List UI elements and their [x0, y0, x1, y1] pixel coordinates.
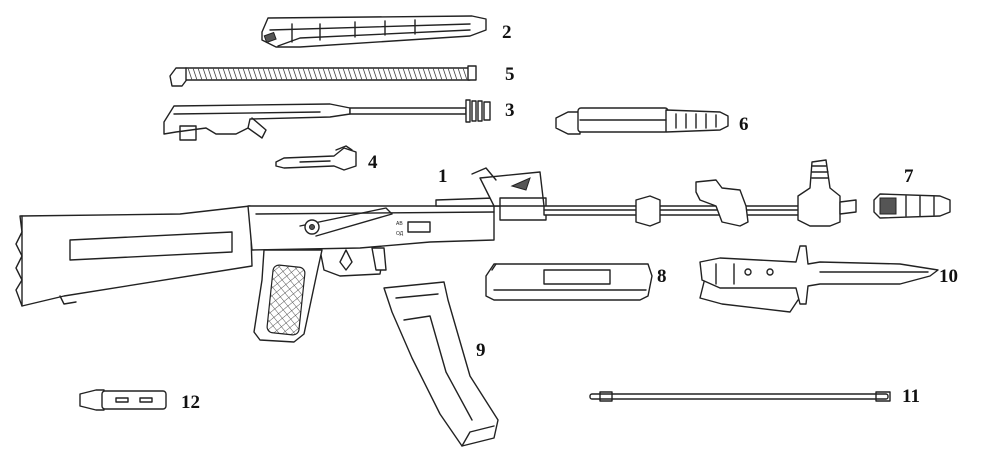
bayonet [700, 246, 938, 312]
part-label-11: 11 [902, 386, 920, 407]
magazine [384, 282, 498, 446]
part-label-10: 10 [939, 266, 958, 287]
muzzle-brake [874, 194, 950, 218]
bolt-carrier [164, 100, 490, 140]
bolt [276, 146, 356, 170]
cleaning-rod [590, 392, 890, 401]
selector-marking-lower: ОД [396, 231, 404, 237]
part-label-4: 4 [368, 152, 378, 173]
part-label-5: 5 [505, 64, 515, 85]
part-label-7: 7 [904, 166, 914, 187]
lower-handguard [486, 264, 652, 300]
rifle-main-assembly: АВ ОД [16, 160, 856, 342]
part-label-8: 8 [657, 266, 667, 287]
gas-tube [556, 108, 728, 134]
selector-marking-upper: АВ [396, 221, 403, 227]
part-label-12: 12 [181, 392, 200, 413]
cleaning-kit-case [80, 390, 166, 410]
part-label-2: 2 [502, 22, 512, 43]
part-label-3: 3 [505, 100, 515, 121]
part-label-6: 6 [739, 114, 749, 135]
receiver-cover [262, 16, 486, 47]
recoil-spring [170, 66, 476, 86]
part-label-9: 9 [476, 340, 486, 361]
part-label-1: 1 [438, 166, 448, 187]
